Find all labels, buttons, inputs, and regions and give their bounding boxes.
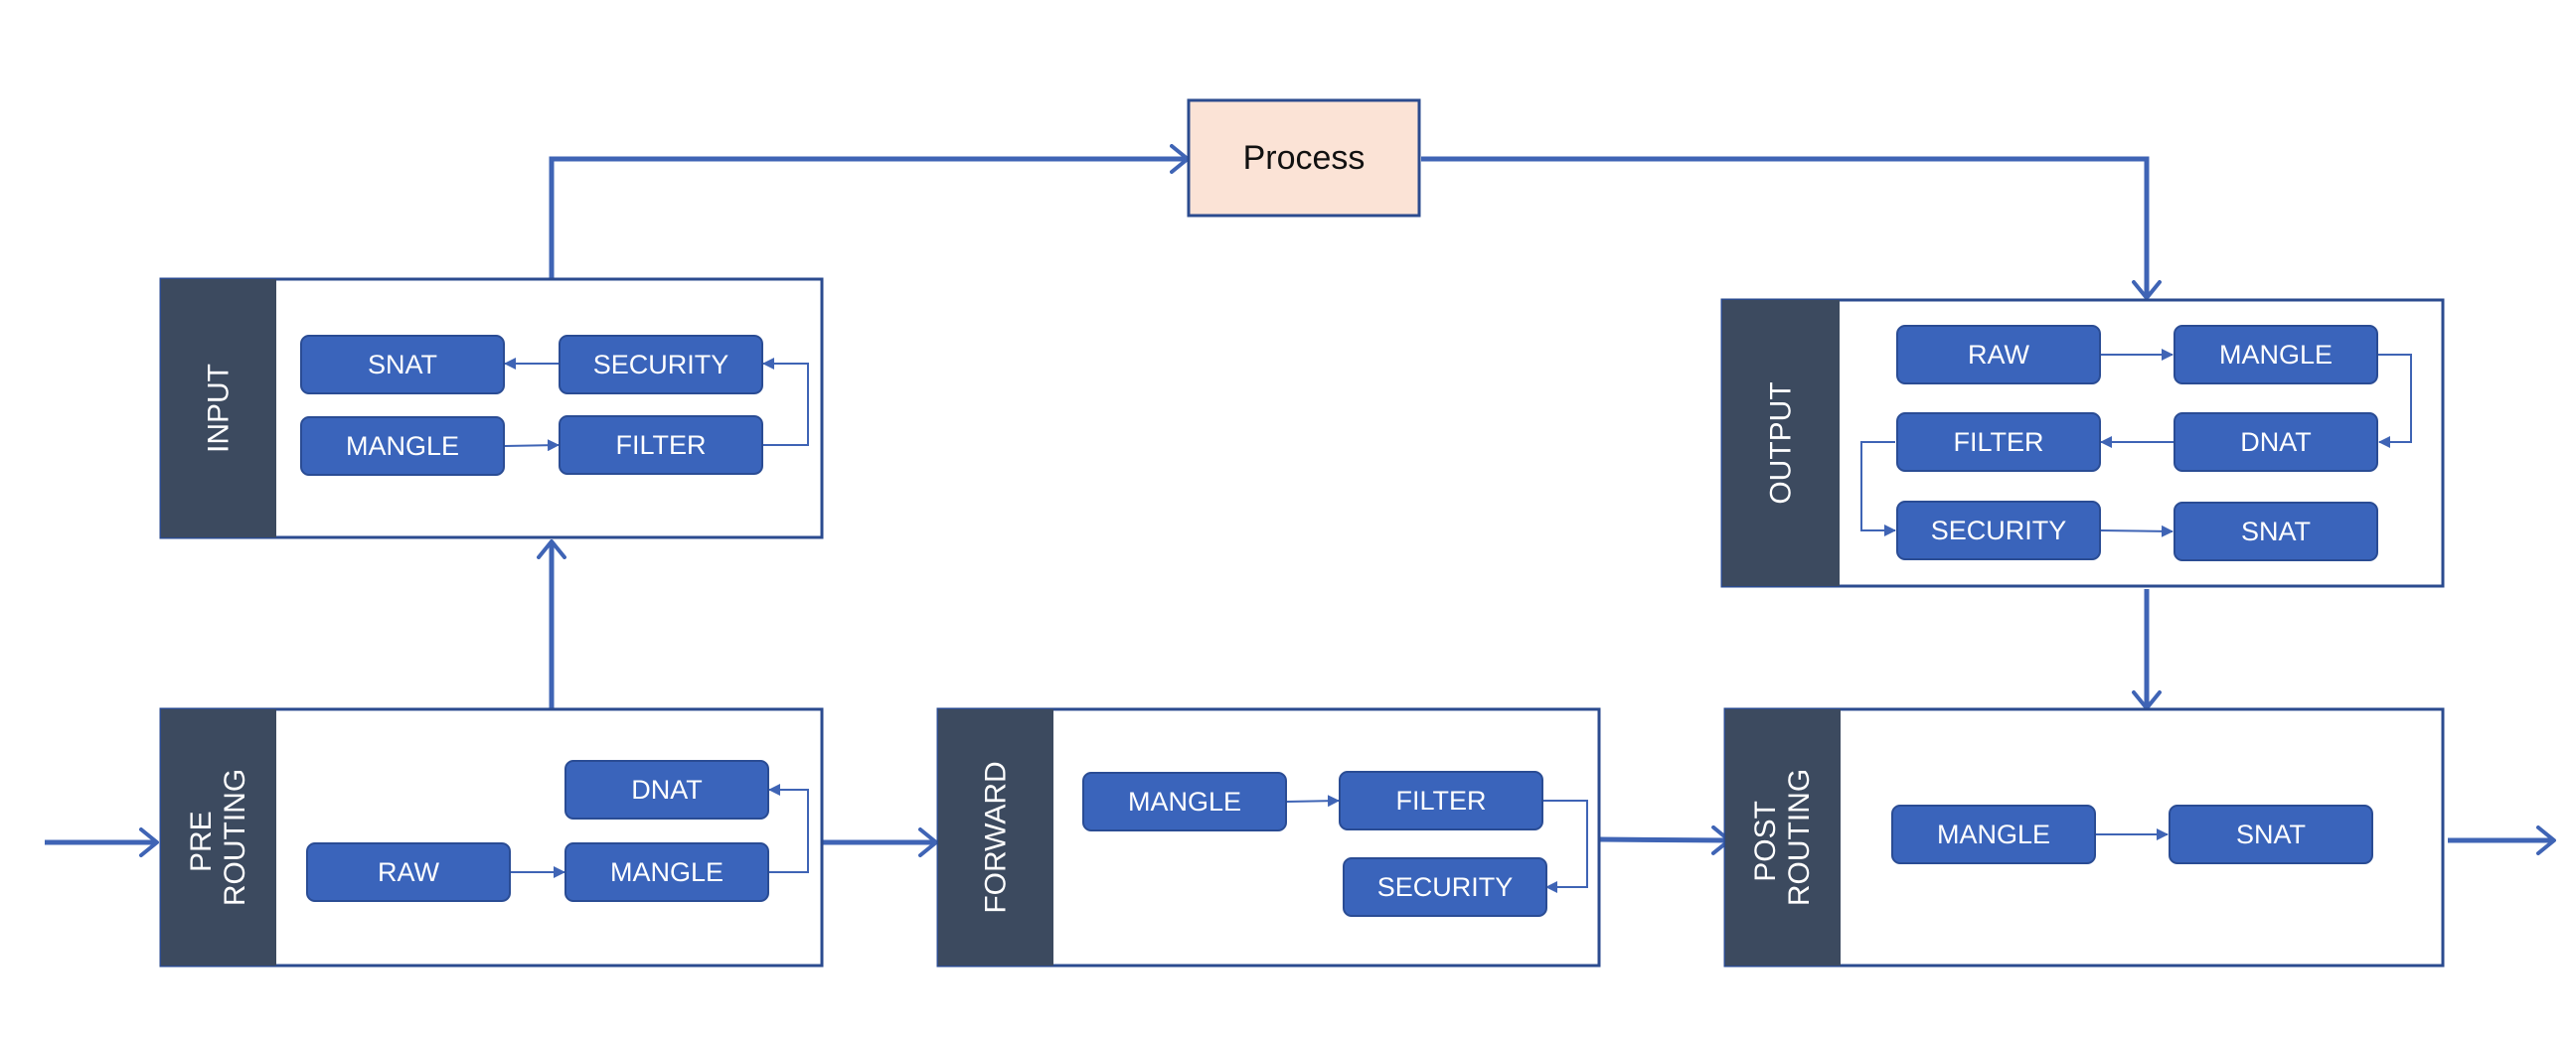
stage-prerouting-header — [161, 709, 276, 966]
forward-mangle-label: MANGLE — [1128, 787, 1241, 817]
stage-postrouting-label-line2: ROUTING — [1783, 769, 1816, 906]
main-flow-arrows — [45, 144, 2556, 857]
forward-filter-label: FILTER — [1395, 786, 1486, 816]
postrouting-mangle-label: MANGLE — [1937, 820, 2050, 849]
forward-filter-box: FILTER — [1339, 771, 1543, 830]
output-filter-box: FILTER — [1896, 412, 2101, 472]
input-mangle-to-filter-link — [504, 439, 560, 452]
prerouting-raw-label: RAW — [378, 857, 440, 887]
output-security-label: SECURITY — [1931, 516, 2067, 545]
forward-mangle-to-filter-link — [1285, 795, 1340, 808]
forward-filter-to-security-link — [1542, 800, 1588, 893]
output-security-box: SECURITY — [1896, 501, 2101, 560]
output-snat-label: SNAT — [2241, 517, 2311, 546]
stage-output-label: OUTPUT — [1765, 381, 1798, 504]
stage-input-label: INPUT — [203, 364, 236, 453]
forward-mangle-box: MANGLE — [1082, 772, 1287, 831]
stage-input-header — [161, 279, 276, 537]
stage-prerouting-label-line1: PRE — [185, 811, 218, 872]
output-dnat-box: DNAT — [2174, 412, 2378, 472]
input-mangle-box: MANGLE — [300, 416, 505, 476]
output-snat-box: SNAT — [2174, 502, 2378, 561]
prerouting-mangle-box: MANGLE — [564, 842, 769, 902]
input-filter-label: FILTER — [615, 430, 706, 460]
output-mangle-to-dnat-link — [2378, 354, 2412, 448]
forward-to-postrouting-arrow — [1599, 824, 1731, 855]
prerouting-mangle-to-dnat-link — [768, 784, 809, 873]
stage-forward-label: FORWARD — [980, 761, 1013, 913]
output-mangle-box: MANGLE — [2174, 325, 2378, 384]
prerouting-dnat-label: DNAT — [631, 775, 703, 805]
output-raw-box: RAW — [1896, 325, 2101, 384]
stage-postrouting-label: POST ROUTING — [1749, 769, 1816, 906]
stage-forward-header — [938, 709, 1053, 966]
stage-prerouting-label-line2: ROUTING — [219, 769, 251, 906]
input-mangle-label: MANGLE — [346, 431, 459, 461]
process-node: Process — [1187, 98, 1421, 218]
stage-prerouting-label: PRE ROUTING — [185, 769, 251, 906]
prerouting-raw-box: RAW — [306, 842, 511, 902]
stage-prerouting: PRE ROUTING DNAT RAW MANGLE — [159, 707, 824, 968]
stage-output: OUTPUT RAW MANGLE FILTER DNAT SECURITY — [1720, 298, 2445, 588]
stage-output-header — [1722, 300, 1840, 586]
postrouting-mangle-box: MANGLE — [1891, 805, 2096, 864]
output-mangle-label: MANGLE — [2219, 340, 2333, 370]
postrouting-snat-label: SNAT — [2236, 820, 2306, 849]
input-to-process-arrow — [549, 144, 1190, 278]
input-security-label: SECURITY — [593, 350, 729, 379]
forward-security-box: SECURITY — [1343, 857, 1547, 917]
stage-input: INPUT SNAT SECURITY MANGLE FILTER — [159, 277, 824, 539]
prerouting-dnat-box: DNAT — [564, 760, 769, 820]
stage-postrouting: POST ROUTING MANGLE SNAT — [1723, 707, 2445, 968]
input-snat-label: SNAT — [368, 350, 437, 379]
stage-postrouting-header — [1725, 709, 1841, 966]
output-raw-label: RAW — [1968, 340, 2030, 370]
output-filter-to-security-link — [1860, 441, 1896, 536]
input-filter-box: FILTER — [559, 415, 763, 475]
output-dnat-label: DNAT — [2240, 427, 2312, 457]
output-security-to-snat-link — [2099, 524, 2174, 537]
input-snat-box: SNAT — [300, 335, 505, 394]
stage-postrouting-label-line1: POST — [1749, 801, 1782, 881]
process-label: Process — [1243, 139, 1366, 177]
postrouting-snat-box: SNAT — [2169, 805, 2373, 864]
input-security-box: SECURITY — [559, 335, 763, 394]
prerouting-mangle-label: MANGLE — [610, 857, 724, 887]
forward-security-label: SECURITY — [1377, 872, 1514, 902]
input-filter-to-security-link — [762, 358, 809, 446]
process-to-output-arrow — [1421, 156, 2162, 300]
stage-forward: FORWARD MANGLE FILTER SECURITY — [936, 707, 1601, 968]
output-filter-label: FILTER — [1953, 427, 2043, 457]
